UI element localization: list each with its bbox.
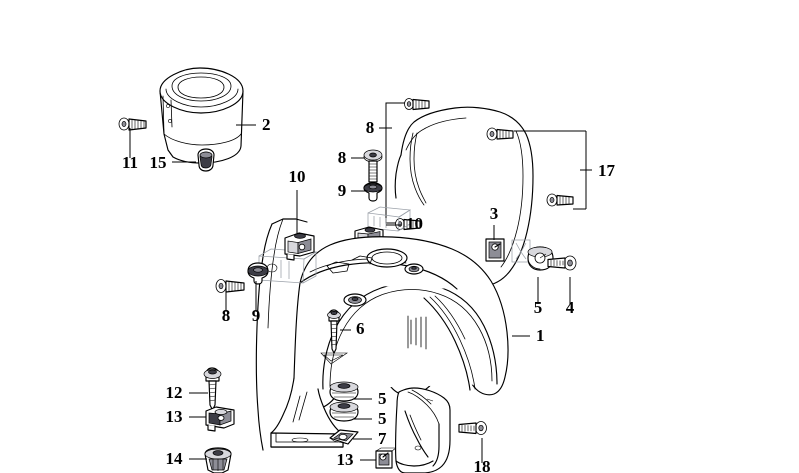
callout-3: 3 [490, 204, 499, 240]
callout-4: 4 [566, 277, 575, 317]
callout-10: 10 [386, 214, 423, 233]
part-9-grommet-left [247, 262, 269, 285]
callout-5: 5 [353, 409, 387, 428]
callout-number: 17 [598, 161, 616, 180]
callout-11: 11 [122, 128, 138, 172]
callout-number: 5 [378, 389, 387, 408]
callout-6: 6 [340, 319, 365, 338]
callout-8: 8 [222, 288, 231, 325]
callout-number: 12 [166, 383, 183, 402]
liner-boss-lower [343, 293, 367, 307]
callout-number: 7 [378, 429, 387, 448]
mud-flap [395, 387, 451, 473]
callout-8: 8 [366, 118, 392, 137]
callout-number: 3 [490, 204, 499, 223]
callout-number: 5 [534, 298, 543, 317]
callout-number: 14 [166, 449, 184, 468]
part-1-wheelhousing-liner [270, 236, 509, 448]
part-17-screw-lower [546, 193, 574, 207]
callout-number: 8 [222, 306, 231, 325]
callout-number: 1 [536, 326, 545, 345]
part-5-rubber-bushing-right [527, 246, 554, 271]
part-11-self-tapping-screw [118, 117, 147, 131]
part-5-rubber-bushing-b [329, 401, 359, 422]
callout-number: 6 [356, 319, 365, 338]
callout-17: 17 [580, 161, 616, 180]
part-2-headlamp-bowl-housing [159, 67, 244, 164]
callout-number: 9 [252, 306, 261, 325]
part-5-rubber-bushing-a [329, 381, 359, 402]
callout-9: 9 [252, 281, 261, 325]
part-8-screw-top [404, 98, 430, 111]
callout-number: 9 [338, 181, 347, 200]
part-7-square-nut [329, 429, 359, 445]
callout-13: 13 [337, 450, 376, 469]
bracket-8-upper [379, 102, 409, 224]
callout-12: 12 [166, 383, 208, 402]
callout-5: 5 [353, 389, 387, 408]
callout-18: 18 [474, 438, 491, 473]
part-8-screw-vertical [363, 149, 383, 183]
callout-number: 2 [262, 115, 271, 134]
callout-7: 7 [353, 429, 387, 448]
callout-5: 5 [534, 277, 543, 317]
callout-1: 1 [512, 326, 545, 345]
part-15-nut-cap [197, 148, 215, 172]
part-3-retaining-clip [485, 238, 531, 263]
callout-15: 15 [150, 153, 196, 172]
part-9-grommet-upper [363, 182, 383, 202]
callout-number: 15 [150, 153, 167, 172]
callout-number: 8 [338, 148, 347, 167]
part-18-flange-screw [458, 421, 487, 435]
callout-14: 14 [166, 449, 207, 468]
part-10-spring-clip-nut-a [284, 232, 315, 261]
liner-boss-upper [404, 263, 424, 275]
callout-number: 18 [474, 457, 491, 473]
part-12-hex-head-screw [203, 367, 222, 411]
callout-number: 11 [122, 153, 138, 172]
part-17-screw-upper [486, 127, 514, 141]
part-10-clip-right [367, 206, 412, 232]
part-6-tapping-screw [327, 309, 341, 354]
part-8-screw-left [215, 279, 245, 293]
callout-number: 13 [166, 407, 183, 426]
callout-9: 9 [338, 181, 366, 200]
callout-number: 4 [566, 298, 575, 317]
callout-8: 8 [338, 148, 364, 167]
part-8-screw-mid [395, 218, 421, 231]
callout-number: 13 [337, 450, 354, 469]
callout-number: 10 [406, 214, 423, 233]
part-4-hex-bolt [547, 255, 577, 271]
part-13-clamp-nut-left [205, 406, 235, 432]
callout-2: 2 [236, 115, 271, 134]
callout-10: 10 [289, 167, 306, 234]
part-14-expanding-rivet [204, 447, 232, 473]
callout-number: 10 [289, 167, 306, 186]
callout-13: 13 [166, 407, 206, 426]
part-13-clamp-nut-bottom [375, 447, 397, 469]
callout-number: 8 [366, 118, 375, 137]
callout-number: 5 [378, 409, 387, 428]
